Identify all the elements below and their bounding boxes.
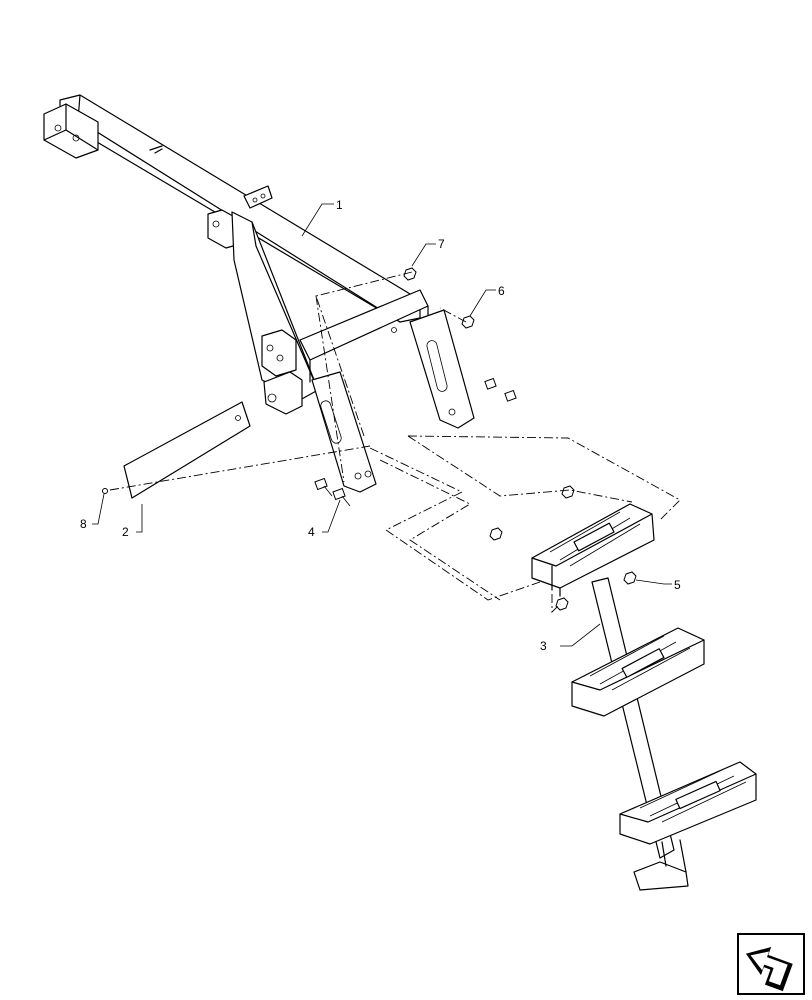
nut-5 xyxy=(623,571,637,585)
main-beam xyxy=(43,94,421,323)
step-assembly xyxy=(531,503,757,891)
callout-labels: 1 2 3 4 5 6 7 8 xyxy=(80,198,681,653)
callout-1: 1 xyxy=(336,198,343,212)
callout-6: 6 xyxy=(498,284,505,298)
bolt-top-b xyxy=(504,389,517,402)
callout-2: 2 xyxy=(122,525,129,539)
nut-7 xyxy=(403,267,417,281)
callout-3: 3 xyxy=(540,639,547,653)
pin-8 xyxy=(102,488,108,494)
hanger-brace xyxy=(207,209,319,415)
step-middle xyxy=(571,627,705,717)
next-page-arrow-icon[interactable] xyxy=(737,933,805,995)
bolt-4b xyxy=(332,487,351,507)
bolt-top-a xyxy=(484,377,497,390)
decal-plate xyxy=(123,401,251,499)
callout-4: 4 xyxy=(308,525,315,539)
nut-6 xyxy=(461,315,475,329)
nut-step-a xyxy=(561,485,575,499)
assembly-lines xyxy=(109,271,681,614)
callout-5: 5 xyxy=(674,578,681,592)
nut-step-b xyxy=(489,527,503,541)
bolt-4a xyxy=(314,477,333,497)
step-top xyxy=(531,503,655,597)
callout-7: 7 xyxy=(438,237,445,251)
leader-lines xyxy=(92,203,672,647)
callout-8: 8 xyxy=(80,517,87,531)
step-bottom xyxy=(619,761,757,845)
hardware xyxy=(102,267,637,611)
nut-step-c xyxy=(555,597,569,611)
